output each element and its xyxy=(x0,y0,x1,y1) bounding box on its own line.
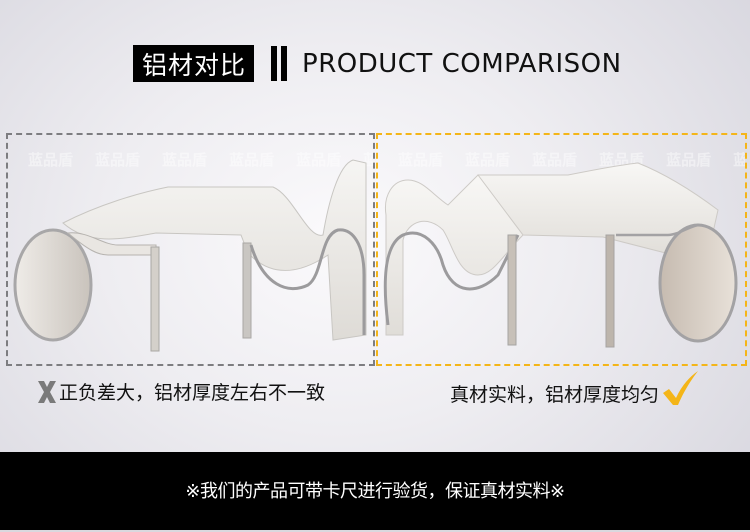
aluminum-profile-image-right xyxy=(383,162,738,348)
title-en-label: PRODUCT COMPARISON xyxy=(302,48,622,79)
watermark-row: 蓝品盾蓝品盾蓝品盾蓝品盾蓝品盾蓝品盾 xyxy=(28,151,373,169)
title-cn-label: 铝材对比 xyxy=(133,45,255,82)
check-icon xyxy=(663,370,699,405)
caption-inferior-text: 正负差大，铝材厚度左右不一致 xyxy=(59,382,326,404)
comparison-panel-inferior: 蓝品盾蓝品盾蓝品盾蓝品盾蓝品盾蓝品盾 xyxy=(6,133,375,366)
caption-inferior: 正负差大，铝材厚度左右不一致 xyxy=(38,378,325,405)
title-divider-bars xyxy=(271,46,288,81)
x-icon xyxy=(38,380,56,403)
comparison-panel-genuine: 蓝品盾蓝品盾蓝品盾蓝品盾蓝品盾蓝品盾 xyxy=(376,133,747,366)
aluminum-profile-image-left xyxy=(13,159,367,352)
caption-genuine-text: 真材实料，铝材厚度均匀 xyxy=(450,384,660,406)
caption-genuine: 真材实料，铝材厚度均匀 xyxy=(450,370,699,407)
title-row: 铝材对比 PRODUCT COMPARISON xyxy=(133,45,622,82)
watermark-row: 蓝品盾蓝品盾蓝品盾蓝品盾蓝品盾蓝品盾 xyxy=(398,151,745,169)
footer-text: ※我们的产品可带卡尺进行验货，保证真材实料※ xyxy=(185,481,565,502)
footer-banner: ※我们的产品可带卡尺进行验货，保证真材实料※ xyxy=(0,452,750,530)
bottom-strip xyxy=(0,530,750,532)
